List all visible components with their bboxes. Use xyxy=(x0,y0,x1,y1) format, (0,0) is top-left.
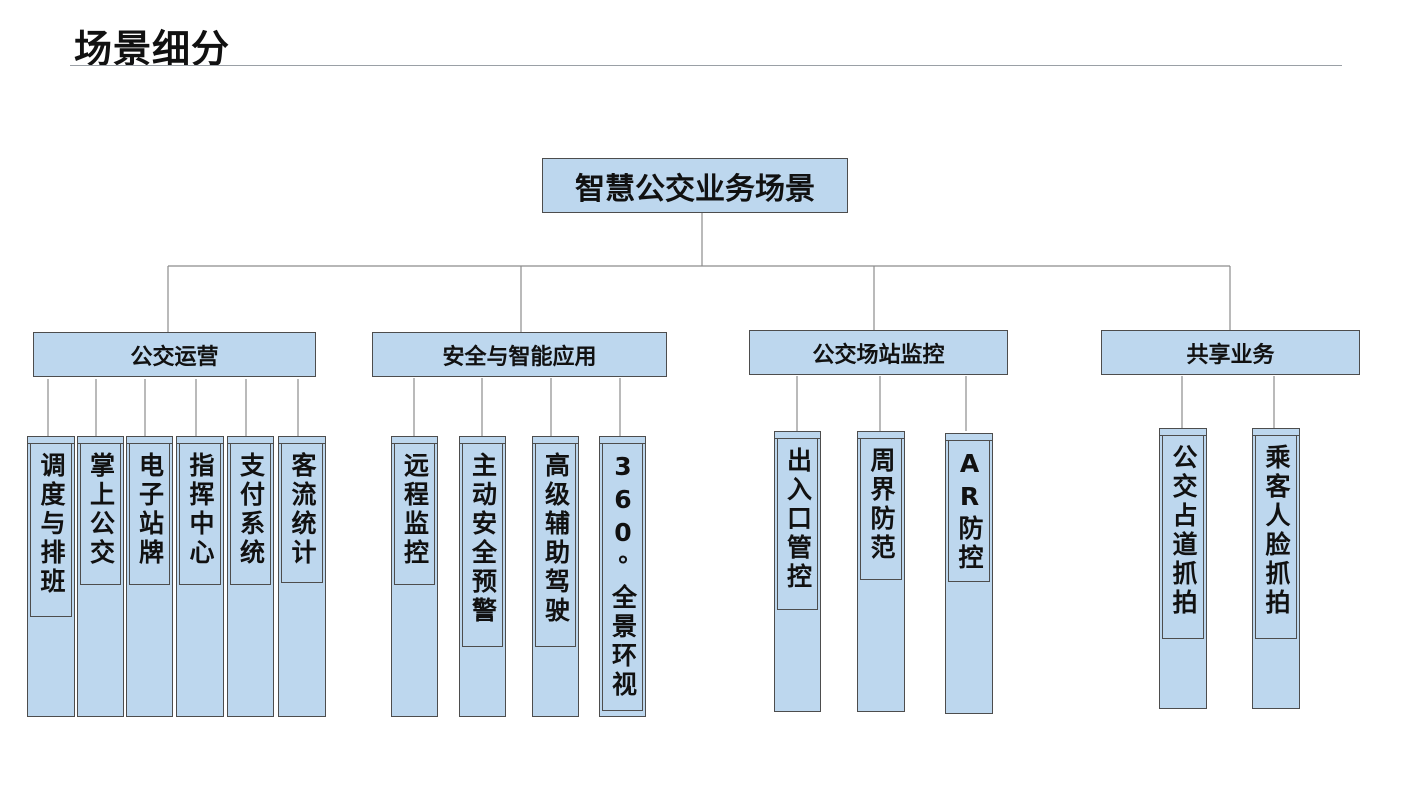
leaf-ar-prevention: AR防控 xyxy=(945,433,993,714)
leaf-remote-monitoring: 远程监控 xyxy=(391,436,438,717)
category-safety-smart-apps: 安全与智能应用 xyxy=(372,332,667,377)
title-divider xyxy=(70,65,1342,66)
leaf-mobile-bus: 掌上公交 xyxy=(77,436,124,717)
leaf-command-center: 指挥中心 xyxy=(176,436,224,717)
leaf-entrance-exit-control: 出入口管控 xyxy=(774,431,821,712)
leaf-label: 乘客人脸抓拍 xyxy=(1262,444,1291,618)
root-node: 智慧公交业务场景 xyxy=(542,158,848,213)
leaf-payment-system: 支付系统 xyxy=(227,436,274,717)
leaf-label: 出入口管控 xyxy=(783,447,813,592)
leaf-adas: 高级辅助驾驶 xyxy=(532,436,579,717)
category-shared-services: 共享业务 xyxy=(1101,330,1360,375)
leaf-active-safety-warning: 主动安全预警 xyxy=(459,436,506,717)
leaf-passenger-flow-stats: 客流统计 xyxy=(278,436,326,717)
leaf-label: 支付系统 xyxy=(236,452,266,568)
leaf-label: 指挥中心 xyxy=(186,452,215,568)
category-bus-operations: 公交运营 xyxy=(33,332,316,377)
leaf-passenger-face-capture: 乘客人脸抓拍 xyxy=(1252,428,1300,709)
leaf-360-surround-view: 360°全景环视 xyxy=(599,436,646,717)
leaf-label: 公交占道抓拍 xyxy=(1169,444,1198,618)
leaf-label: 远程监控 xyxy=(400,452,430,568)
leaf-lane-violation-capture: 公交占道抓拍 xyxy=(1159,428,1207,709)
leaf-label: 电子站牌 xyxy=(135,452,165,568)
leaf-perimeter-protection: 周界防范 xyxy=(857,431,905,712)
page-title: 场景细分 xyxy=(74,27,231,71)
leaf-label: AR防控 xyxy=(955,449,984,573)
leaf-label: 掌上公交 xyxy=(86,452,116,568)
leaf-label: 360°全景环视 xyxy=(608,452,638,700)
leaf-label: 调度与排班 xyxy=(37,452,66,597)
leaf-label: 主动安全预警 xyxy=(468,452,498,626)
leaf-electronic-stop-sign: 电子站牌 xyxy=(126,436,173,717)
category-station-monitoring: 公交场站监控 xyxy=(749,330,1008,375)
leaf-label: 周界防范 xyxy=(867,447,896,563)
leaf-dispatch-scheduling: 调度与排班 xyxy=(27,436,75,717)
leaf-label: 客流统计 xyxy=(288,452,317,568)
leaf-label: 高级辅助驾驶 xyxy=(541,452,571,626)
